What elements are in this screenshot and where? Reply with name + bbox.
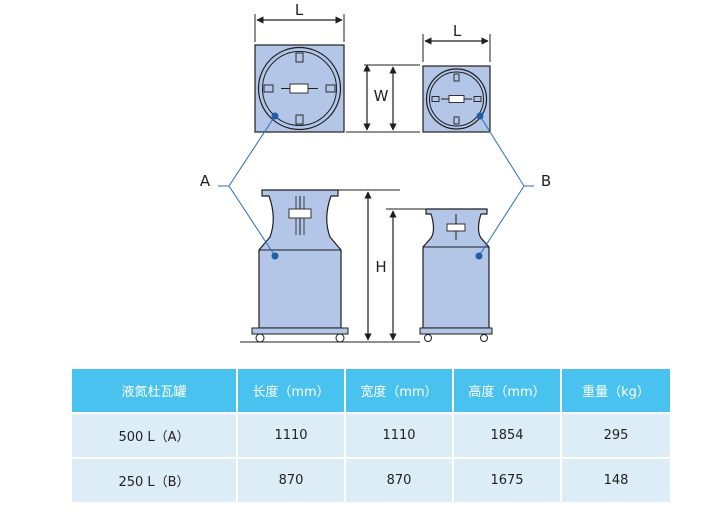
large-tank-top-view: L W [254,1,420,133]
header-model: 液氮杜瓦罐 [72,369,238,412]
header-height: 高度（mm） [454,369,562,412]
header-length: 长度（mm） [238,369,346,412]
table-cell: 870 [238,457,346,502]
header-weight: 重量（kg） [562,369,670,412]
small-length-label: L [453,22,462,40]
table-cell: 295 [562,412,670,457]
table-cell: 148 [562,457,670,502]
table-cell: 1110 [238,412,346,457]
callout-b: B [475,112,551,260]
table-row: 250 L（B） 870 870 1675 148 [72,457,670,502]
small-tank-side-view [386,208,493,342]
table-cell: 500 L（A） [72,412,238,457]
callout-a: A [200,112,279,260]
table-cell: 250 L（B） [72,457,238,502]
table-cell: 1675 [454,457,562,502]
callout-a-dot-side [271,252,279,260]
dewar-dimension-diagram: L W L [200,1,551,343]
large-tank-side-view: H [240,189,420,343]
large-length-label: L [295,1,304,19]
table-row: 500 L（A） 1110 1110 1854 295 [72,412,670,457]
table-header-row: 液氮杜瓦罐 长度（mm） 宽度（mm） 高度（mm） 重量（kg） [72,369,670,412]
callout-b-dot-top [476,112,484,120]
width-label: W [374,87,389,105]
callout-b-dot-side [475,252,483,260]
dewar-spec-table: 液氮杜瓦罐 长度（mm） 宽度（mm） 高度（mm） 重量（kg） 500 L（… [72,369,670,502]
table-cell: 1854 [454,412,562,457]
callout-a-label: A [200,172,211,190]
height-label: H [375,258,386,276]
small-tank-top-view: L [389,22,491,133]
callout-a-dot-top [271,112,279,120]
table-cell: 870 [346,457,454,502]
header-width: 宽度（mm） [346,369,454,412]
table-cell: 1110 [346,412,454,457]
callout-b-label: B [541,172,551,190]
